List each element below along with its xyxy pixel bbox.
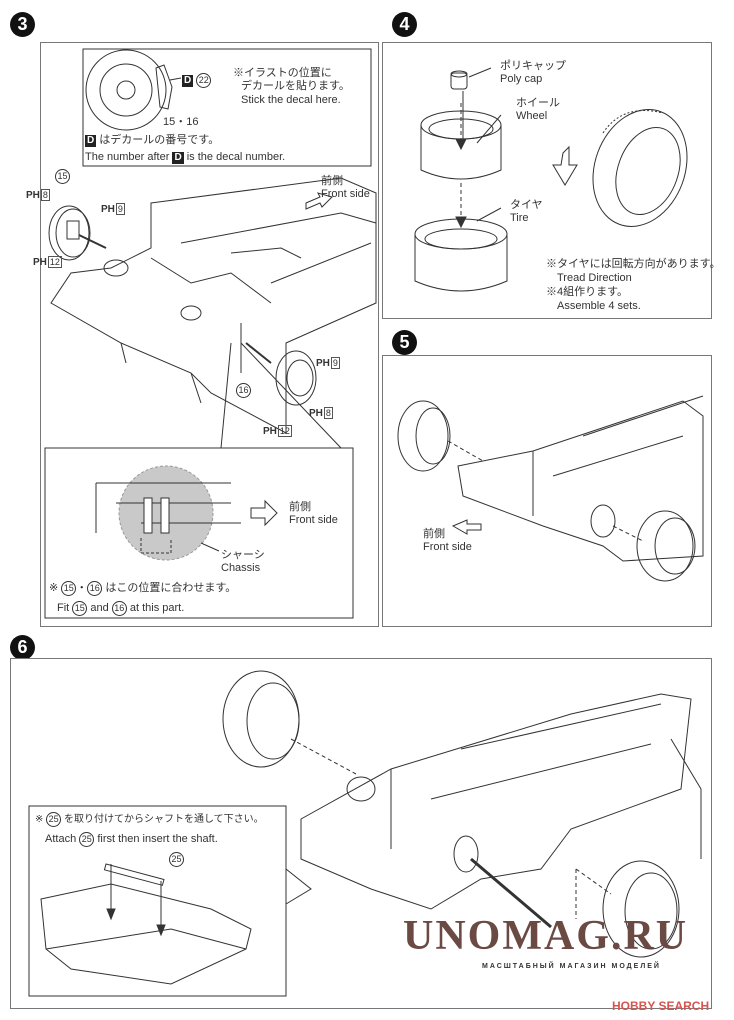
step-5-badge: 5 [392,330,417,355]
decal-note-jp2: デカールを貼ります。 [241,80,350,92]
part-25-label: 25 [169,852,184,867]
wheel-jp: ホイール [516,97,560,109]
wheel-en: Wheel [516,110,548,122]
step-6-illustration [28,670,702,997]
chassis-jp: シャーシ [221,549,265,561]
sets-note-en: Assemble 4 sets. [557,300,641,312]
front-side-en: Front side [321,188,370,200]
inset-front-en: Front side [289,514,338,526]
step-3-illustration [44,48,377,619]
attach-note-en: Attach 25 first then insert the shaft. [45,832,218,847]
part-16-label: 16 [236,383,251,398]
step-5-panel: 前側 Front side [382,355,712,627]
step-6-panel: ※ 25 を取り付けてからシャフトを通して下さい。 Attach 25 firs… [10,658,712,1009]
step-3-panel: ※イラストの位置に デカールを貼ります。 Stick the decal her… [26,42,379,627]
chassis-en: Chassis [221,562,261,574]
decal-note-jp: ※イラストの位置に [233,67,332,79]
inset-front-jp: 前側 [289,501,311,513]
parts-15-16-label: 15・16 [163,116,199,128]
decal-explain-en: The number after D is the decal number. [85,151,286,164]
attach-note-jp: ※ 25 を取り付けてからシャフトを通して下さい。 [35,812,264,827]
step-5-illustration [397,395,704,582]
step-4-panel: ポリキャップ Poly cap ホイール Wheel タイヤ Tire ※タイヤ… [382,42,721,319]
step-4-badge: 4 [392,12,417,37]
step-6-badge: 6 [10,635,35,660]
polycap-en: Poly cap [500,73,543,85]
tread-note-en: Tread Direction [557,272,632,284]
sets-note-jp: ※4組作ります。 [546,286,629,298]
fit-note-jp: ※ 15・16 はこの位置に合わせます。 [49,581,237,596]
tire-jp: タイヤ [510,199,543,211]
front-side-en: Front side [423,541,472,553]
hobby-search-credit: HOBBY SEARCH [612,999,710,1013]
tire-en: Tire [510,212,529,224]
watermark-title: UNOMAG.RU [403,913,689,959]
decal-explain-jp: D はデカールの番号です。 [85,134,220,147]
decal-callout: D 22 [182,73,212,88]
watermark-subtitle: МАСШТАБНЫЙ МАГАЗИН МОДЕЛЕЙ [482,963,661,970]
fit-note-en: Fit 15 and 16 at this part. [57,601,185,616]
front-side-jp: 前側 [423,528,445,540]
front-side-jp: 前側 [321,175,343,187]
step-3-badge: 3 [10,12,35,37]
step-4-illustration [414,67,688,292]
decal-note-en: Stick the decal here. [241,94,341,106]
polycap-jp: ポリキャップ [500,60,566,72]
part-15-label: 15 [55,169,70,184]
tread-note-jp: ※タイヤには回転方向があります。 [546,258,721,270]
